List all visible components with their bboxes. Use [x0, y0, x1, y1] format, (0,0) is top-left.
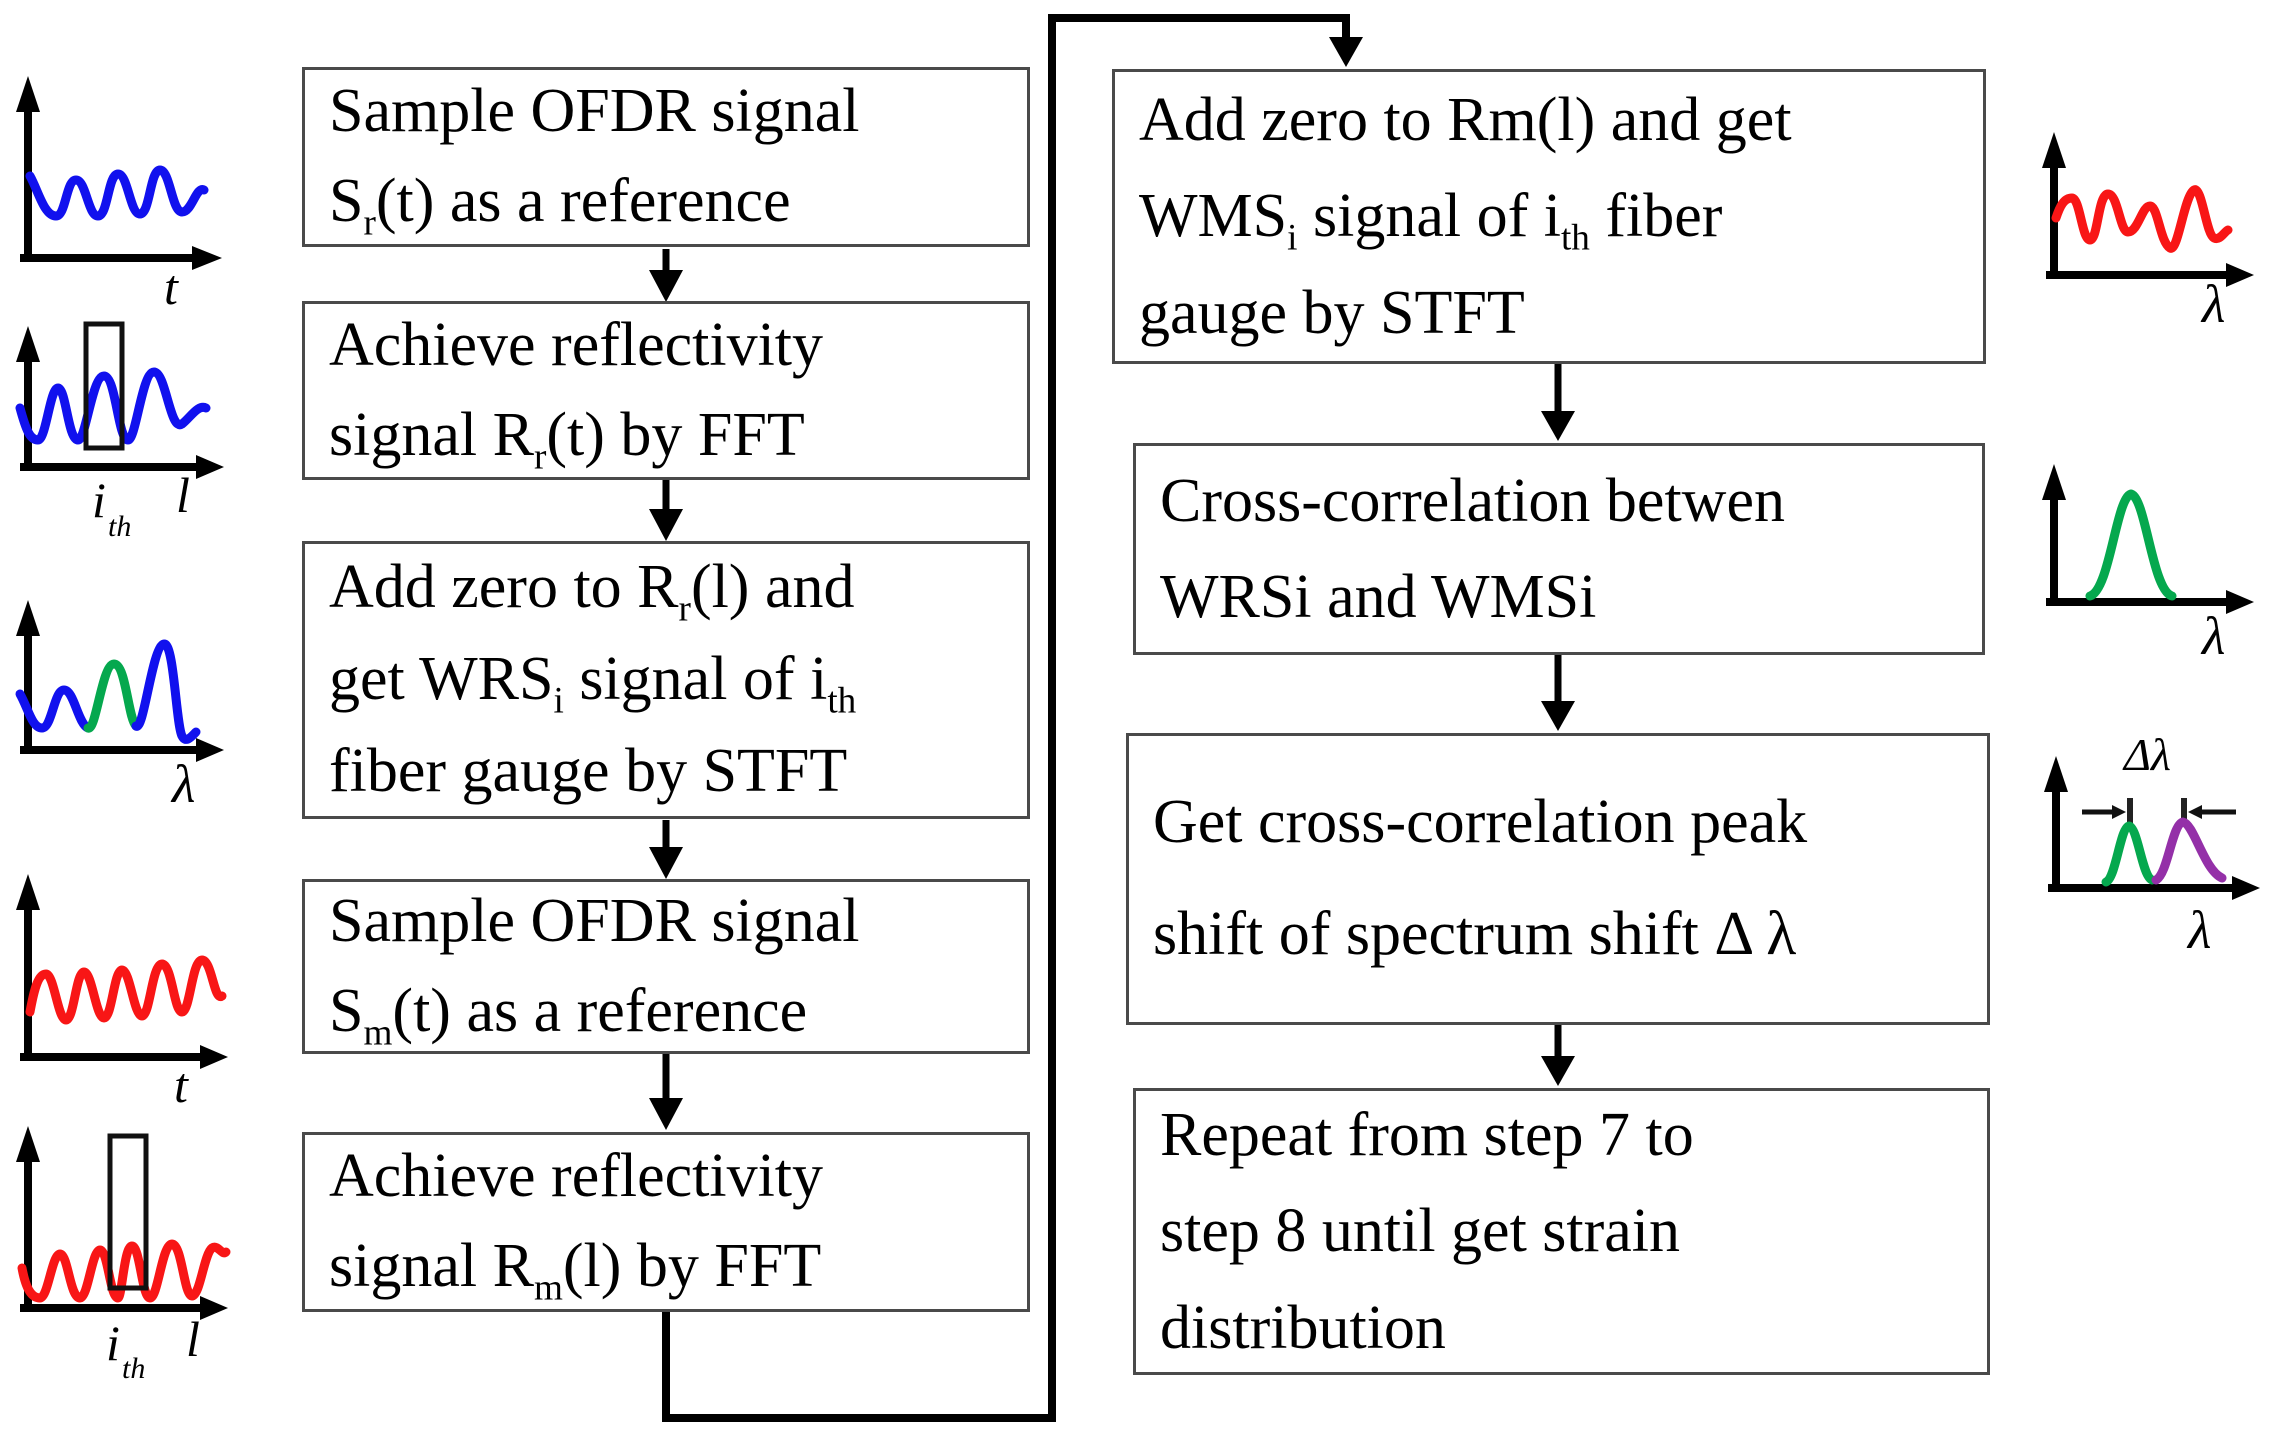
x-axis-label-lambda: λ: [2200, 606, 2225, 660]
box-text-line: WRSi and WMSi: [1160, 563, 1597, 631]
gauge-window-rect: [83, 321, 125, 451]
x-axis-arrowhead: [196, 738, 224, 762]
y-axis-arrowhead: [2042, 132, 2066, 168]
reference-reflectivity-curve: [15, 367, 211, 445]
y-axis-arrowhead: [2042, 464, 2066, 500]
correlation-peak-curve: [2085, 489, 2177, 601]
gauge-index-label-th: th: [122, 1352, 145, 1385]
measurement-spectrum-curve: [2051, 185, 2233, 253]
sketch-spectrum-shift: Δλ λ: [2044, 729, 2260, 960]
box-text-line: Sample OFDR signal: [329, 77, 860, 146]
arrow-rbox1-rbox2: [1541, 364, 1575, 441]
box-achieve-reflectivity-measurement: Achieve reflectivity signal Rm(l) by FFT: [302, 1132, 1030, 1312]
arrow-rbox2-rbox3: [1541, 655, 1575, 731]
x-axis-label-l: l: [186, 1311, 200, 1367]
box-text-line: Add zero to Rr(l) and: [329, 553, 855, 630]
box-text-line: Repeat from step 7 to: [1160, 1101, 1694, 1170]
box-text-line: gauge by STFT: [1139, 278, 1525, 347]
sketch-measurement-reflectivity: i th l: [16, 1126, 231, 1385]
box-peak-shift: Get cross-correlation peak shift of spect…: [1126, 733, 1990, 1025]
reference-peak-curve: [2101, 821, 2157, 887]
arrow-box1-box2: [649, 249, 683, 302]
gauge-window-rect: [107, 1133, 149, 1291]
gauge-index-label-i: i: [106, 1315, 120, 1371]
box-text-line: Achieve reflectivity: [329, 310, 824, 379]
y-axis-arrowhead: [16, 1126, 40, 1162]
x-axis-label-lambda: λ: [2186, 900, 2211, 960]
arrow-box3-box4: [649, 820, 683, 879]
box-repeat-steps: Repeat from step 7 to step 8 until get st…: [1133, 1088, 1990, 1375]
box-text-line: Sample OFDR signal: [329, 886, 860, 955]
box-text-line: step 8 until get strain: [1160, 1197, 1681, 1266]
sketch-correlation-peak: λ: [2042, 464, 2254, 660]
reference-spectrum-blue-right: [131, 639, 201, 744]
y-axis-arrowhead: [16, 874, 40, 910]
y-axis-arrowhead: [2044, 756, 2068, 792]
box-achieve-reflectivity-reference: Achieve reflectivity signal Rr(t) by FFT: [302, 301, 1030, 480]
x-axis-arrowhead: [2232, 876, 2260, 900]
box-text-line: signal Rr(t) by FFT: [329, 400, 805, 477]
measurement-time-signal-curve: [25, 955, 227, 1025]
shift-arrow-right: [2188, 805, 2236, 819]
box-text-line: signal Rm(l) by FFT: [329, 1232, 822, 1309]
reference-time-signal-curve: [25, 165, 209, 221]
arrow-box4-box5: [649, 1054, 683, 1130]
sketch-reference-reflectivity: i th l: [15, 321, 224, 543]
sketch-measurement-spectrum: λ: [2042, 132, 2254, 334]
sketch-reference-time-signal: t: [16, 76, 222, 308]
measurement-reflectivity-curve: [17, 1239, 231, 1303]
reference-spectrum-green-segment: [83, 659, 141, 733]
arrow-box2-box3: [649, 480, 683, 541]
x-axis-arrowhead: [200, 1296, 228, 1320]
box-text-line: get WRSi signal of ith: [329, 645, 857, 722]
arrow-rbox3-rbox4: [1541, 1025, 1575, 1086]
sketch-reference-spectrum: λ: [15, 600, 224, 813]
box-text-line: shift of spectrum shift Δ λ: [1153, 900, 1797, 968]
box-text-line: Sm(t) as a reference: [329, 976, 808, 1053]
delta-lambda-label: Δλ: [2122, 729, 2171, 780]
x-axis-label-lambda: λ: [2200, 274, 2225, 334]
x-axis-arrowhead: [192, 246, 222, 270]
x-axis-label-t: t: [164, 259, 179, 308]
box-text-line: Cross-correlation betwen: [1160, 466, 1785, 535]
box-text-line: WMSi signal of ith fiber: [1139, 182, 1723, 259]
box-text-line: Get cross-correlation peak: [1153, 788, 1808, 857]
shift-arrow-left: [2082, 805, 2126, 819]
x-axis-arrowhead: [200, 1045, 228, 1069]
x-axis-label-lambda: λ: [170, 754, 195, 813]
gauge-index-label-th: th: [108, 510, 131, 543]
reference-spectrum-blue-left: [15, 685, 93, 733]
y-axis-arrowhead: [16, 326, 40, 362]
box-text-line: Achieve reflectivity: [329, 1142, 824, 1211]
box-text-line: Sr(t) as a reference: [329, 167, 791, 244]
y-axis-arrowhead: [16, 76, 40, 112]
x-axis-label-l: l: [176, 467, 190, 523]
box-text-line: fiber gauge by STFT: [329, 736, 848, 805]
sketch-measurement-time-signal: t: [16, 874, 228, 1107]
x-axis-arrowhead: [2226, 263, 2254, 287]
box-text-line: distribution: [1160, 1293, 1446, 1362]
x-axis-label-t: t: [174, 1057, 189, 1107]
x-axis-arrowhead: [196, 455, 224, 479]
gauge-index-label-i: i: [92, 472, 106, 528]
y-axis-arrowhead: [16, 600, 40, 636]
shifted-peak-curve: [2151, 817, 2227, 885]
box-add-zero-wrs: Add zero to Rr(l) and get WRSi signal of …: [302, 541, 1030, 819]
x-axis-arrowhead: [2226, 590, 2254, 614]
feedback-connector: [662, 14, 1363, 1422]
box-text-line: Add zero to Rm(l) and get: [1139, 86, 1792, 155]
